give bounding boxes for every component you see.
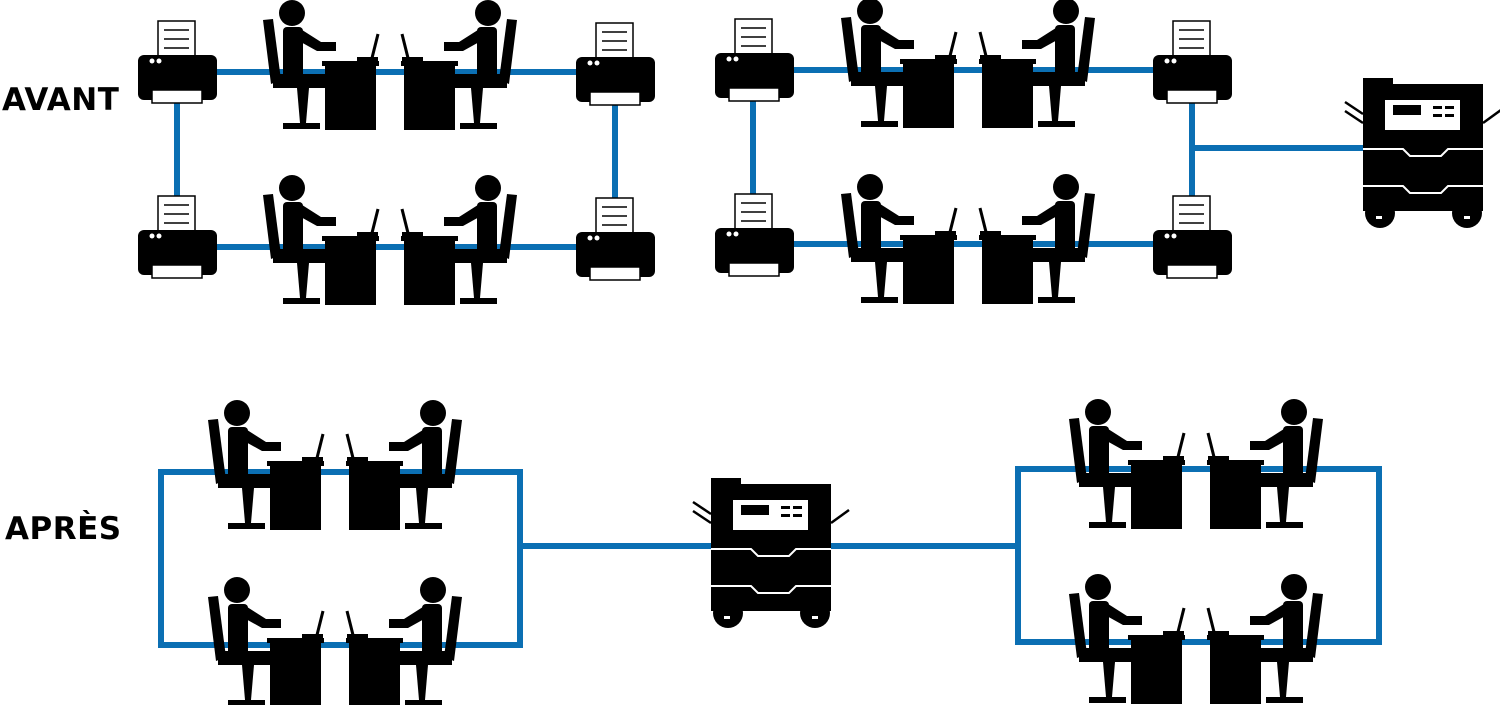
workstation-pair-icon [263, 0, 517, 130]
printer-icon [714, 193, 795, 277]
printer-icon [137, 195, 218, 279]
before-group-left [137, 0, 656, 305]
copier-icon [1343, 76, 1500, 230]
workstation-pair-icon [841, 174, 1095, 304]
printer-icon [575, 197, 656, 281]
printer-icon [137, 20, 218, 104]
workstation-pair-icon [841, 0, 1095, 128]
printer-icon [575, 22, 656, 106]
label-before: AVANT [2, 82, 120, 118]
label-after: APRÈS [5, 511, 122, 547]
copier-icon [691, 476, 851, 630]
printer-icon [1152, 20, 1233, 104]
workstation-pair-icon [208, 400, 462, 530]
printer-icon [1152, 195, 1233, 279]
workstation-pair-icon [1069, 399, 1323, 529]
before-group-right [714, 0, 1500, 304]
workstation-pair-icon [263, 175, 517, 305]
after-group [208, 399, 1323, 705]
printer-icon [714, 18, 795, 102]
workstation-pair-icon [208, 577, 462, 705]
